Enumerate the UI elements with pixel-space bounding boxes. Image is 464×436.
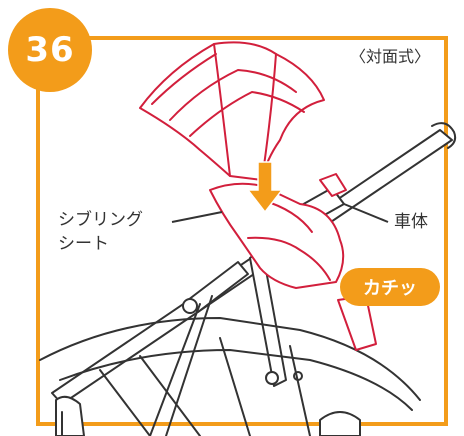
callout-sibling-seat: シブリング シート xyxy=(58,208,143,256)
click-badge-icon: カチッ xyxy=(340,268,440,306)
click-badge-text: カチッ xyxy=(363,278,417,299)
stroller-chassis xyxy=(39,122,457,436)
callout-sibling-seat-line2: シート xyxy=(58,234,109,254)
down-arrow-icon xyxy=(246,161,284,214)
step-number-badge: 36 xyxy=(8,8,92,92)
callout-leaders xyxy=(171,203,389,223)
mode-label: 〈対面式〉 xyxy=(350,47,431,66)
callout-sibling-seat-line1: シブリング xyxy=(58,210,143,230)
step-number: 36 xyxy=(25,30,75,70)
click-badge-bubble xyxy=(340,268,440,306)
sibling-seat xyxy=(139,41,377,351)
callout-chassis: 車体 xyxy=(394,212,428,232)
